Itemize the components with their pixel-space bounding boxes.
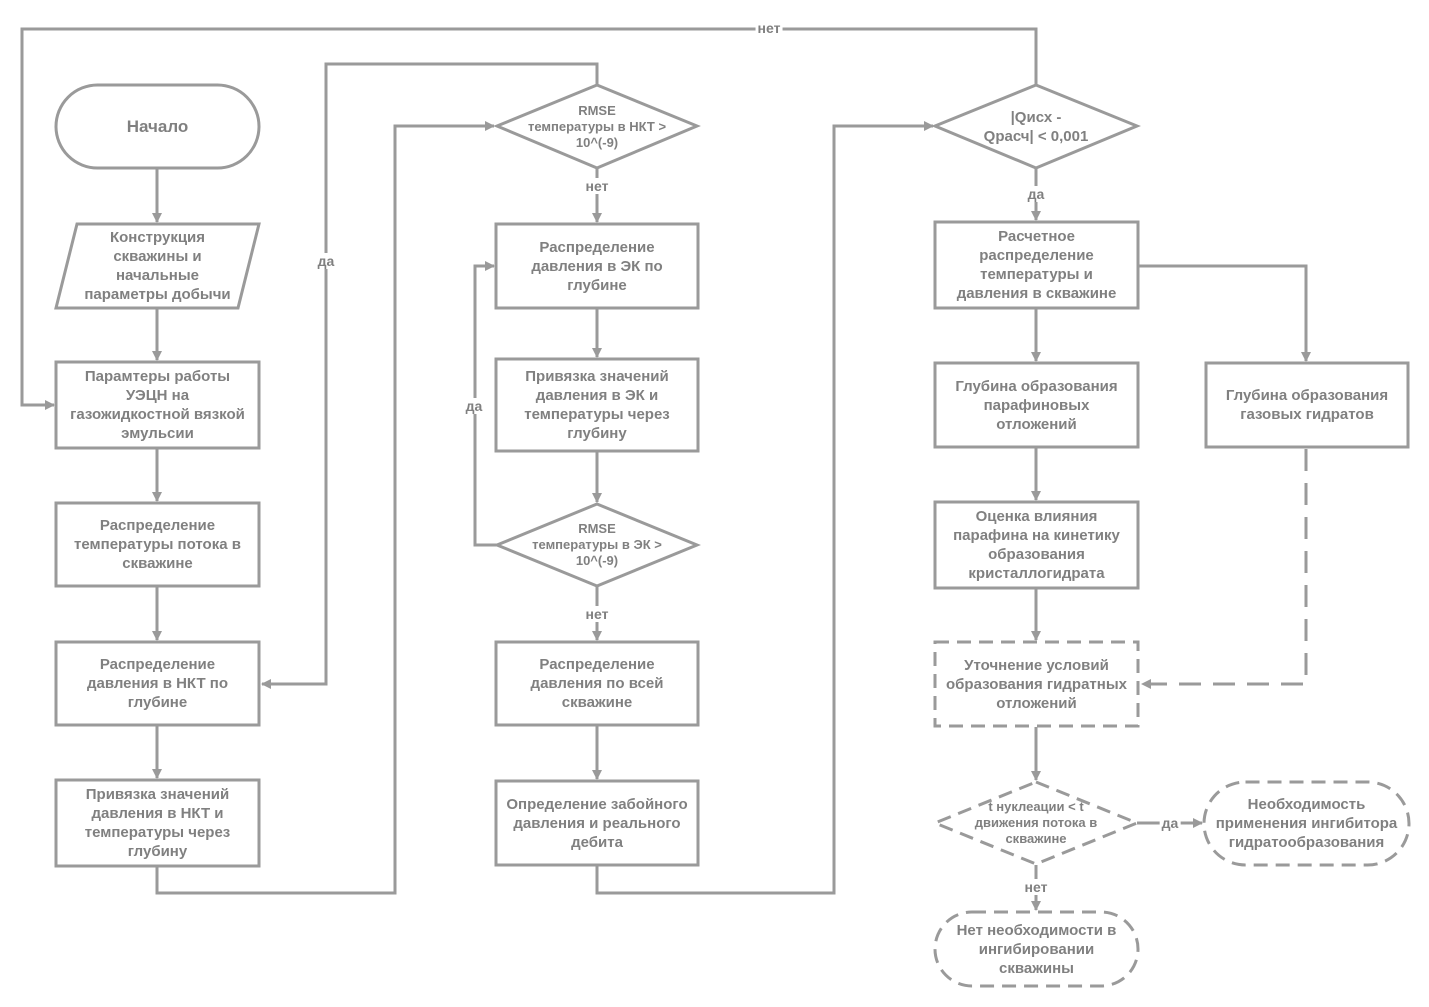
rmse-ek-decision	[493, 502, 701, 588]
edge-label-yes-nucl: да	[1159, 815, 1181, 831]
calc-dist-box	[933, 220, 1140, 310]
edge-calc-hydrate	[1139, 264, 1311, 362]
temp-dist-box	[54, 501, 261, 588]
start-label: Начало	[126, 117, 189, 136]
edge-label-no-top: нет	[755, 20, 783, 36]
hydrate-depth-label: Глубина образования газовых гидратов	[1225, 387, 1389, 423]
press-all-label: Распределение давления по всей скважине	[530, 656, 664, 711]
input-parallelogram	[54, 222, 261, 310]
rmse-nkt-label: RMSE температуры в НКТ > 10^(-9)	[527, 102, 667, 150]
hydrate-depth-box	[1204, 361, 1410, 449]
paraffin-depth-label: Глубина образования парафиновых отложени…	[955, 377, 1118, 433]
no-inhibit-terminator	[933, 910, 1140, 988]
edge-rmsenkt-yes-loop	[261, 62, 599, 689]
connectors	[20, 27, 1311, 911]
pump-params-label: Парамтеры работы УЭЦН на газожидкостной …	[70, 368, 245, 442]
paraffin-depth-box	[933, 361, 1140, 449]
edge-label-yes-rmse-ek: да	[463, 398, 485, 414]
bhp-box	[494, 779, 700, 867]
paraffin-effect-label: Оценка влияния парафина на кинетику обра…	[953, 508, 1120, 582]
no-inhibit-label: Нет необходимости в ингибировании скважи…	[956, 921, 1117, 977]
start-terminator	[54, 83, 261, 170]
edge-hydrate-refine	[1141, 449, 1308, 689]
press-all-box	[494, 640, 700, 727]
inhibitor-terminator	[1202, 780, 1411, 867]
rmse-ek-label: RMSE температуры в ЭК > 10^(-9)	[532, 521, 662, 568]
edge-qcheck-no-loop	[20, 27, 1038, 410]
shapes	[54, 83, 1411, 988]
press-nkt-box	[54, 640, 261, 727]
calc-dist-label: Расчетное распределение температуры и да…	[956, 228, 1117, 302]
temp-dist-label: Распределение температуры потока в скваж…	[74, 517, 241, 572]
bind-nkt-label: Привязка значений давления в НКТ и темпе…	[84, 786, 231, 860]
press-nkt-label: Распределение давления в НКТ по глубине	[86, 656, 229, 711]
edge-bhp-qcheck	[595, 121, 934, 895]
refine-box	[933, 640, 1140, 728]
rmse-nkt-decision	[493, 83, 701, 170]
q-check-decision	[931, 83, 1141, 170]
press-ek-label: Распределение давления в ЭК по глубине	[531, 238, 663, 294]
input-label: Конструкция скважины и начальные парамет…	[84, 229, 231, 303]
edge-label-no-rmse-nkt: нет	[583, 178, 611, 194]
q-check-label: |Qисх - Qрасч| < 0,001	[983, 108, 1089, 145]
edge-label-no-rmse-ek: нет	[583, 606, 611, 622]
bind-ek-label: Привязка значений давления в ЭК и темпер…	[524, 368, 670, 442]
paraffin-effect-box	[933, 500, 1140, 590]
press-ek-box	[494, 222, 700, 310]
refine-label: Уточнение условий образования гидратных …	[946, 656, 1127, 712]
nucleation-label: t нуклеации < t движения потока в скважи…	[974, 799, 1098, 846]
bind-nkt-box	[54, 778, 261, 868]
pump-params-box	[54, 360, 261, 450]
edge-label-yes-q: да	[1025, 186, 1047, 202]
nucleation-decision	[931, 780, 1141, 866]
inhibitor-label: Необходимость применения ингибитора гидр…	[1215, 796, 1398, 851]
edge-label-yes-left: да	[315, 253, 337, 269]
bhp-label: Определение забойного давления и реально…	[506, 795, 688, 851]
bind-ek-box	[494, 357, 700, 453]
edge-bindnkt-rmsenkt	[155, 121, 495, 895]
edge-label-no-nucl: нет	[1022, 879, 1050, 895]
